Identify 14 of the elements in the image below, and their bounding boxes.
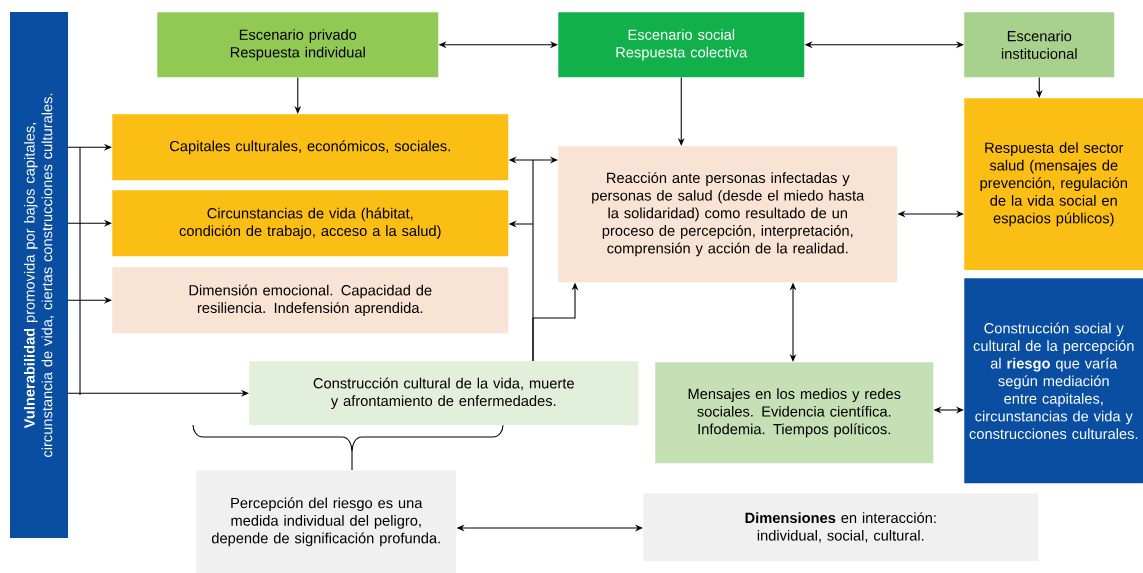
process-box: Percepción del riesgo es una medida individual del peligro, depende de significación profunda. bbox=[196, 470, 457, 573]
scenario-box: Escenario social Respuesta colectiva bbox=[558, 12, 805, 78]
process-box: Respuesta del sector salud (mensajes de prevención, regulación de la vida social en espacios públicos) bbox=[964, 98, 1143, 271]
process-box: Reacción ante personas infectadas y personas de salud (desde el miedo hasta la solidaridad) como resultado de un proceso de percepción, interpretación, comprensión y acción de la realidad. bbox=[558, 146, 898, 283]
scenario-box: Escenario institucional bbox=[964, 12, 1115, 78]
scenario-box: Escenario privado Respuesta individual bbox=[157, 12, 439, 78]
process-box: Capitales culturales, económicos, sociales. bbox=[112, 114, 509, 181]
process-box: Mensajes en los medios y redes sociales. Evidencia científica. Infodemia. Tiempos políticos. bbox=[655, 362, 934, 464]
process-box: Circunstancias de vida (hábitat, condición de trabajo, acceso a la salud) bbox=[112, 190, 509, 257]
process-box: Construcción cultural de la vida, muerte y afrontamiento de enfermedades. bbox=[249, 361, 639, 426]
process-box: Construcción social y cultural de la percepción al riesgo que varía según mediación entre capitales, circunstancias de vida y construcciones culturales. bbox=[964, 278, 1143, 484]
process-box: Dimensiones en interacción: individual, social, cultural. bbox=[643, 493, 1039, 562]
process-box: Dimensión emocional. Capacidad de resiliencia. Indefensión aprendida. bbox=[112, 267, 509, 334]
side-banner: Vulnerabilidad promovida por bajos capitales, circunstancia de vida, ciertas construcciones culturales. bbox=[10, 12, 68, 538]
